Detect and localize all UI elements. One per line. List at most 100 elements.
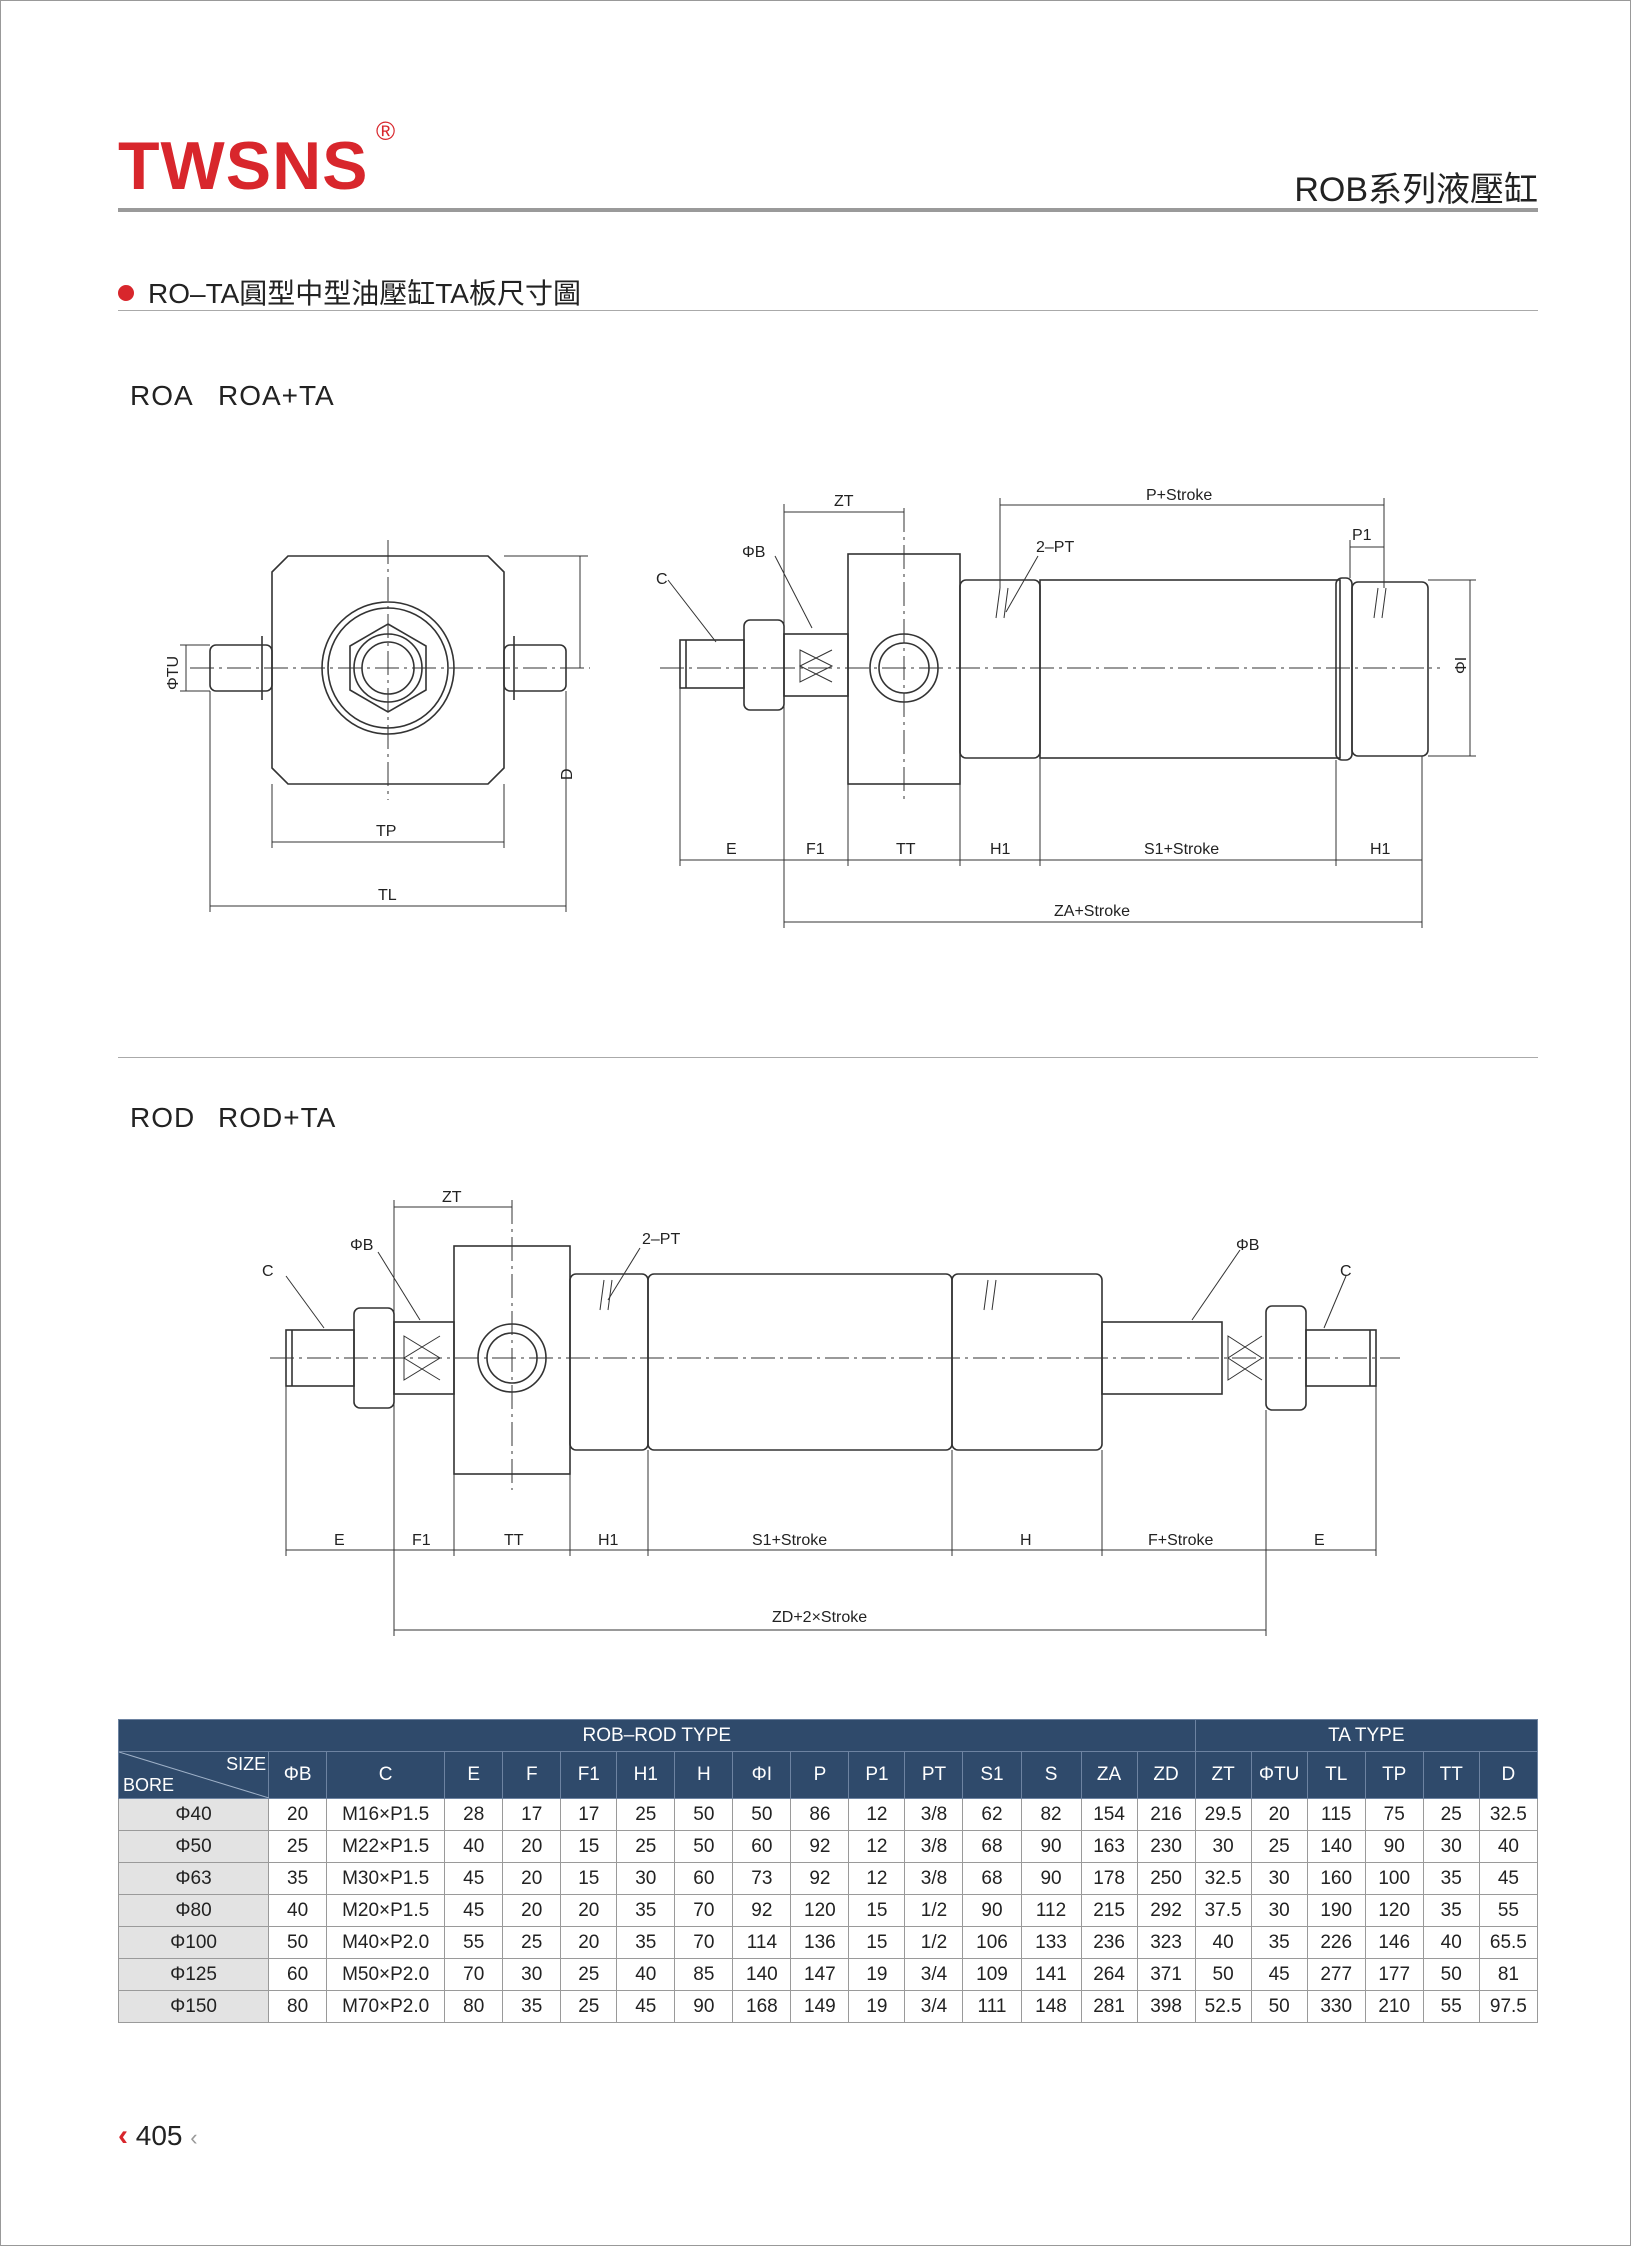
table-cell: 20	[502, 1894, 562, 1927]
table-cell: 90	[1020, 1830, 1082, 1863]
table-cell: 45	[444, 1862, 504, 1895]
table-cell: 106	[962, 1926, 1022, 1959]
table-cell: 30	[502, 1958, 562, 1991]
table-cell: 19	[848, 1958, 906, 1991]
dim-p1: P1	[1352, 527, 1372, 544]
table-cell: 120	[790, 1894, 850, 1927]
drawing2-label-b: ROD+TA	[218, 1102, 337, 1133]
table-cell: M70×P2.0	[326, 1990, 446, 2023]
table-cell: 20	[502, 1830, 562, 1863]
table-cell: 1/2	[904, 1926, 964, 1959]
table-cell: 3/8	[904, 1798, 964, 1831]
ta-plate-front-view	[180, 540, 590, 912]
table-cell: 40	[444, 1830, 504, 1863]
column-header: ΦTU	[1250, 1751, 1308, 1799]
section-rule	[118, 310, 1538, 311]
dim2-f1: F1	[412, 1532, 431, 1549]
bore-cell: Φ63	[117, 1862, 270, 1895]
dim2-tt: TT	[504, 1532, 524, 1549]
table-cell: 20	[560, 1894, 618, 1927]
dim-e: E	[726, 841, 737, 858]
table-cell: 277	[1306, 1958, 1366, 1991]
column-header: ZA	[1080, 1751, 1138, 1799]
table-cell: 81	[1478, 1958, 1539, 1991]
table-cell: 35	[502, 1990, 562, 2023]
table-cell: 15	[848, 1894, 906, 1927]
table-cell: 149	[790, 1990, 850, 2023]
column-header: S	[1020, 1751, 1082, 1799]
table-cell: 35	[616, 1926, 676, 1959]
bore-cell: Φ80	[117, 1894, 270, 1927]
table-cell: 17	[560, 1798, 618, 1831]
table-cell: M50×P2.0	[326, 1958, 446, 1991]
table-cell: 109	[962, 1958, 1022, 1991]
page-number: ‹ 405 ‹	[118, 2119, 198, 2152]
dim2-zt: ZT	[442, 1189, 462, 1206]
table-cell: 30	[1250, 1862, 1308, 1895]
table-cell: 147	[790, 1958, 850, 1991]
table-cell: 100	[1364, 1862, 1424, 1895]
dim-s1-stroke: S1+Stroke	[1144, 841, 1219, 858]
table-cell: 25	[1422, 1798, 1480, 1831]
table-cell: 12	[848, 1830, 906, 1863]
table-cell: 140	[732, 1958, 792, 1991]
table-cell: 19	[848, 1990, 906, 2023]
column-header: P1	[848, 1751, 906, 1799]
table-cell: 50	[732, 1798, 792, 1831]
registered-mark: ®	[376, 116, 396, 146]
dim2-zd-stroke: ZD+2×Stroke	[772, 1609, 867, 1626]
dim-tt: TT	[896, 841, 916, 858]
table-cell: 236	[1080, 1926, 1138, 1959]
table-cell: 73	[732, 1862, 792, 1895]
table-cell: 25	[560, 1958, 618, 1991]
divider-rule	[118, 1057, 1538, 1058]
table-cell: 40	[268, 1894, 328, 1927]
table-cell: 32.5	[1478, 1798, 1539, 1831]
table-cell: 264	[1080, 1958, 1138, 1991]
table-cell: 29.5	[1194, 1798, 1252, 1831]
table-cell: 20	[560, 1926, 618, 1959]
table-cell: 80	[268, 1990, 328, 2023]
group-ta: TA TYPE	[1194, 1719, 1539, 1752]
table-cell: 111	[962, 1990, 1022, 2023]
table-cell: 215	[1080, 1894, 1138, 1927]
rod-ta-side-view	[270, 1200, 1400, 1636]
dim-tp: TP	[376, 823, 396, 840]
table-cell: 45	[1250, 1958, 1308, 1991]
dim2-f-stroke: F+Stroke	[1148, 1532, 1213, 1549]
dim2-phi-b: ΦB	[350, 1237, 373, 1254]
bore-cell: Φ50	[117, 1830, 270, 1863]
table-cell: 146	[1364, 1926, 1424, 1959]
dim-c: C	[656, 571, 668, 588]
table-cell: 17	[502, 1798, 562, 1831]
table-cell: 15	[560, 1862, 618, 1895]
table-cell: 3/8	[904, 1862, 964, 1895]
table-cell: 30	[616, 1862, 676, 1895]
table-cell: 40	[1194, 1926, 1252, 1959]
table-cell: 40	[1478, 1830, 1539, 1863]
dim-h1: H1	[990, 841, 1011, 858]
table-cell: 292	[1136, 1894, 1196, 1927]
table-cell: 148	[1020, 1990, 1082, 2023]
table-cell: 35	[1422, 1862, 1480, 1895]
column-header: ZD	[1136, 1751, 1196, 1799]
table-cell: 28	[444, 1798, 504, 1831]
column-header: F	[502, 1751, 562, 1799]
dim2-h: H	[1020, 1532, 1032, 1549]
table-cell: 216	[1136, 1798, 1196, 1831]
table-group-header: ROB–ROD TYPE TA TYPE	[118, 1719, 1539, 1752]
table-cell: 35	[268, 1862, 328, 1895]
table-cell: M22×P1.5	[326, 1830, 446, 1863]
dim2-s1-stroke: S1+Stroke	[752, 1532, 827, 1549]
table-cell: 190	[1306, 1894, 1366, 1927]
section-title: RO–TA圓型中型油壓缸TA板尺寸圖	[118, 272, 581, 312]
table-cell: 140	[1306, 1830, 1366, 1863]
table-cell: 92	[732, 1894, 792, 1927]
dim-phi-i: ΦI	[1453, 657, 1470, 674]
table-cell: 25	[560, 1990, 618, 2023]
